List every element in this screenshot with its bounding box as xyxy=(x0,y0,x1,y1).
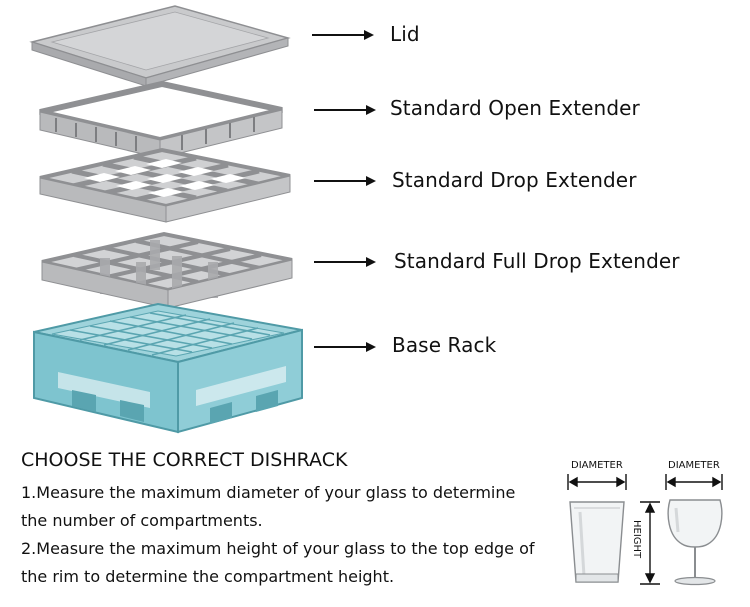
label-lid: Lid xyxy=(390,22,420,46)
diameter-arrow-icon xyxy=(567,474,627,490)
base-rack-illustration xyxy=(33,302,303,434)
label-base-rack: Base Rack xyxy=(392,333,497,357)
arrow-icon xyxy=(314,105,376,115)
glass-measurement-illustration: DIAMETER DIAMETER HEIGHT xyxy=(567,460,723,586)
wine-glass-icon xyxy=(667,499,723,586)
arrow-icon xyxy=(314,176,376,186)
height-arrow-icon xyxy=(640,501,660,585)
lid-illustration xyxy=(29,5,291,87)
label-standard-full-drop-extender: Standard Full Drop Extender xyxy=(394,249,680,273)
guide-title: CHOOSE THE CORRECT DISHRACK xyxy=(21,449,348,471)
diameter-label-tumbler: DIAMETER xyxy=(571,460,623,471)
dishrack-exploded-illustration xyxy=(29,5,303,434)
arrow-icon xyxy=(314,342,376,352)
full-drop-extender-illustration xyxy=(41,231,293,309)
diameter-arrow-icon xyxy=(665,474,723,490)
height-label: HEIGHT xyxy=(631,520,642,559)
label-standard-open-extender: Standard Open Extender xyxy=(390,96,640,120)
guide-step-1: 1.Measure the maximum diameter of your g… xyxy=(21,483,516,530)
arrow-icon xyxy=(314,257,376,267)
drop-extender-illustration xyxy=(39,147,291,223)
guide-step-2: 2.Measure the maximum height of your gla… xyxy=(21,539,535,586)
tumbler-glass-icon xyxy=(569,501,625,583)
label-standard-drop-extender: Standard Drop Extender xyxy=(392,168,637,192)
diameter-label-wine: DIAMETER xyxy=(668,460,720,471)
open-extender-illustration xyxy=(39,80,283,159)
arrow-icon xyxy=(312,30,374,40)
